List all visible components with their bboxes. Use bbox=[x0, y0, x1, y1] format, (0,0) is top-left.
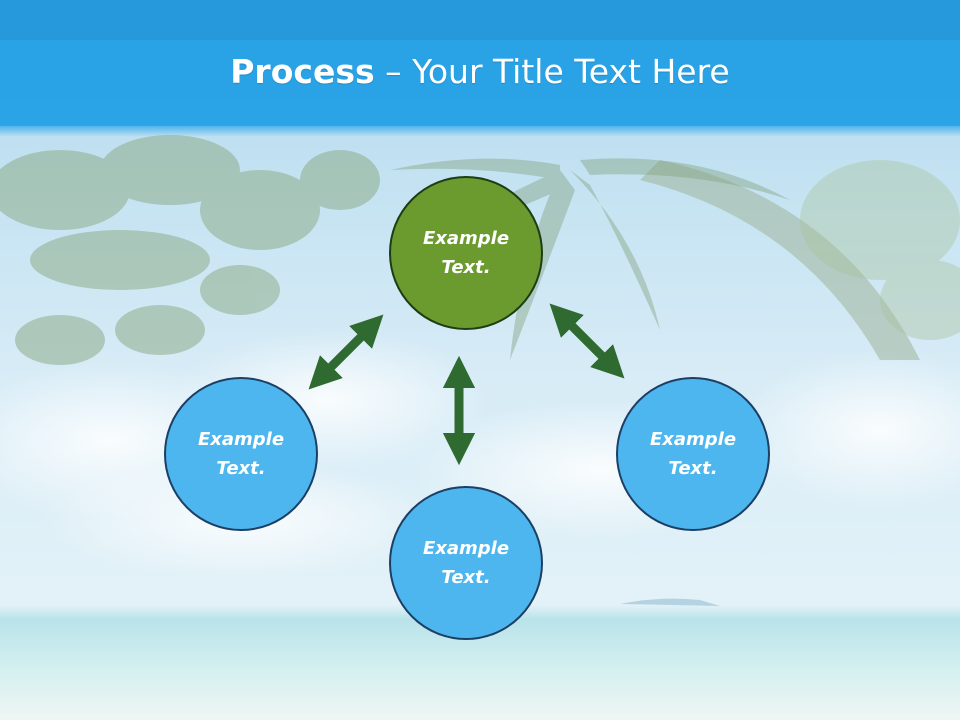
arrow-top-right bbox=[549, 303, 625, 379]
node-top-line2: Text. bbox=[441, 257, 491, 278]
node-right: Example Text. bbox=[616, 377, 770, 531]
title-bold: Process bbox=[230, 52, 375, 91]
node-right-line2: Text. bbox=[668, 458, 718, 479]
node-right-line1: Example bbox=[649, 429, 737, 450]
title-rest: – Your Title Text Here bbox=[374, 52, 730, 91]
node-top: Example Text. bbox=[389, 176, 543, 330]
node-left: Example Text. bbox=[164, 377, 318, 531]
node-bottom: Example Text. bbox=[389, 486, 543, 640]
node-left-line2: Text. bbox=[216, 458, 266, 479]
node-top-line1: Example bbox=[422, 228, 510, 249]
arrow-top-left bbox=[308, 314, 384, 390]
node-bottom-line1: Example bbox=[422, 538, 510, 559]
node-left-line1: Example bbox=[197, 429, 285, 450]
node-bottom-line2: Text. bbox=[441, 567, 491, 588]
slide-title: Process – Your Title Text Here bbox=[0, 52, 960, 91]
